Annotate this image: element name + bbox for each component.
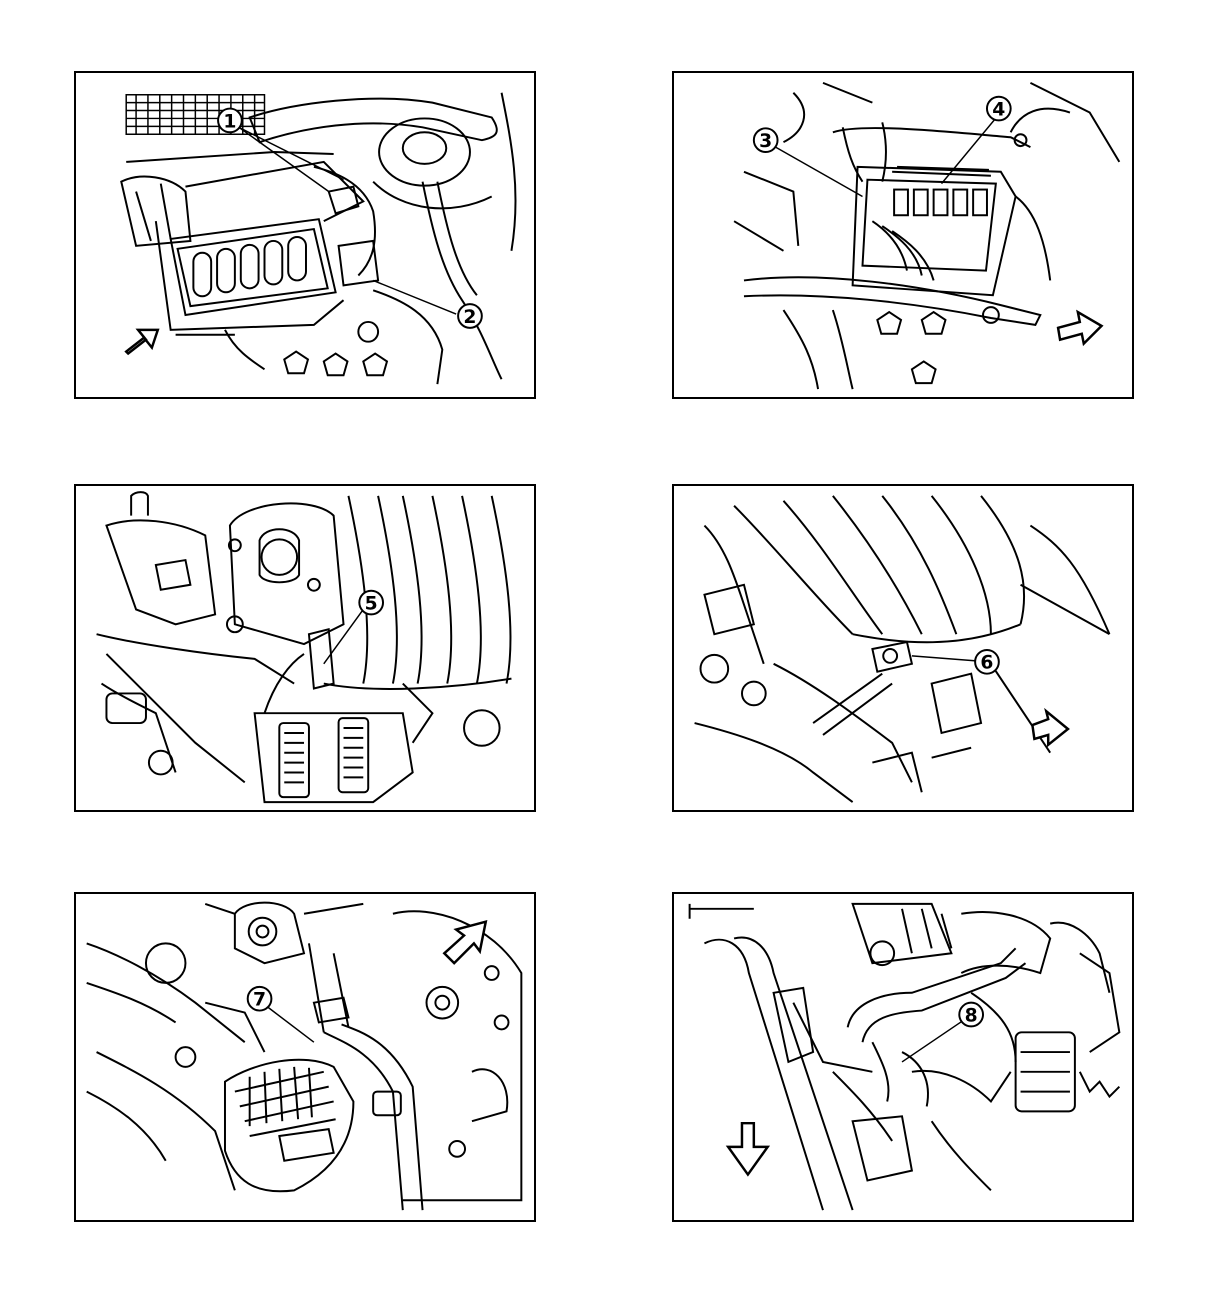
grille-mesh [125,93,266,135]
intake-manifold-runners [323,495,512,690]
callout-5: 5 [365,593,378,614]
illustration-panel-4: 6 [672,484,1134,812]
engine-bay-drawing-6: 8 [688,902,1121,1211]
callout-3: 3 [759,131,772,152]
relay-box [851,165,1017,297]
callout-7: 7 [253,990,266,1011]
engine-bay-drawing-5: 7 [86,901,523,1211]
engine-bay-drawing-4: 6 [694,495,1111,803]
illustration-panel-5: 7 [74,892,536,1222]
callout-2: 2 [463,307,476,328]
direction-arrow-icon [725,1121,771,1177]
intake-manifold-runners [733,495,1111,644]
direction-arrow-icon [124,328,160,356]
illustration-panel-1: 1 2 [74,71,536,399]
engine-bay-drawing-3: 5 [96,491,512,804]
illustration-panel-3: 5 [74,484,536,812]
direction-arrow-icon [1031,707,1070,748]
engine-bay-drawing-2: 3 4 [733,81,1121,390]
callout-8: 8 [965,1005,978,1026]
callout-1: 1 [223,111,236,132]
engine-bay-drawing-1: 1 2 [120,92,517,385]
illustration-panel-2: 3 4 [672,71,1134,399]
direction-arrow-icon [442,919,488,965]
alternator [223,1058,355,1193]
callout-4: 4 [992,99,1005,120]
alternator [253,712,414,804]
callout-6: 6 [980,653,993,674]
illustration-panel-6: 8 [672,892,1134,1222]
direction-arrow-icon [1056,309,1104,347]
battery-housing [154,218,345,331]
